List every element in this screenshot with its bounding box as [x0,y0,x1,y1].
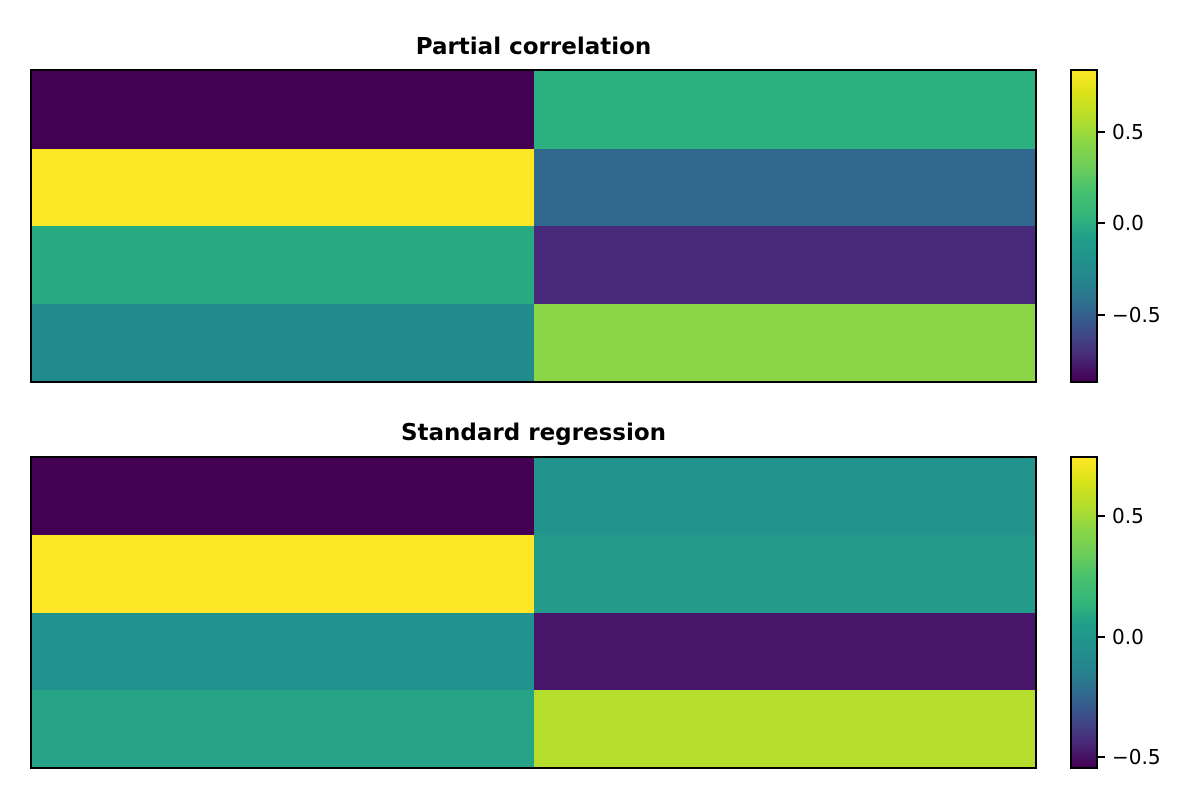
heatmap-cell-r2c1 [533,226,1035,304]
heatmap-cell-r3c1 [533,303,1035,381]
colorbar-tick [1096,313,1105,316]
heatmap-cell-r0c0 [32,458,534,536]
heatmap-cell-r3c0 [32,303,534,381]
colorbar-tick [1096,222,1105,225]
heatmap-cell-r1c0 [32,535,534,613]
colorbar-tick [1096,514,1105,517]
colorbar-tick-label: 0.5 [1112,119,1144,144]
heatmap-cell-r0c1 [533,458,1035,536]
heatmap-cell-r1c1 [533,148,1035,226]
heatmap-standard-regression [30,456,1037,769]
chart-title-partial-correlation: Partial correlation [415,34,652,60]
heatmap-cell-r1c1 [533,535,1035,613]
colorbar-tick-label: 0.5 [1112,503,1144,528]
colorbar-tick [1096,130,1105,133]
heatmap-cell-r0c1 [533,71,1035,149]
heatmap-cell-r3c1 [533,689,1035,767]
colorbar-standard-regression: 0.5 0.0 −0.5 [1070,456,1161,769]
heatmap-cell-r3c0 [32,689,534,767]
colorbar-tick-label: −0.5 [1112,745,1161,770]
colorbar-tick [1096,635,1105,638]
heatmap-cell-r2c0 [32,612,534,690]
colorbar-partial-correlation: 0.5 0.0 −0.5 [1070,69,1161,383]
chart-title-standard-regression: Standard regression [400,420,667,446]
colorbar-tick [1096,756,1105,759]
heatmap-cell-r2c0 [32,226,534,304]
colorbar-tick-label: −0.5 [1112,302,1161,327]
heatmap-cell-r1c0 [32,148,534,226]
heatmap-cell-r0c0 [32,71,534,149]
colorbar-tick-label: 0.0 [1112,211,1144,236]
colorbar-tick-label: 0.0 [1112,624,1144,649]
heatmap-cell-r2c1 [533,612,1035,690]
heatmap-partial-correlation [30,69,1037,383]
